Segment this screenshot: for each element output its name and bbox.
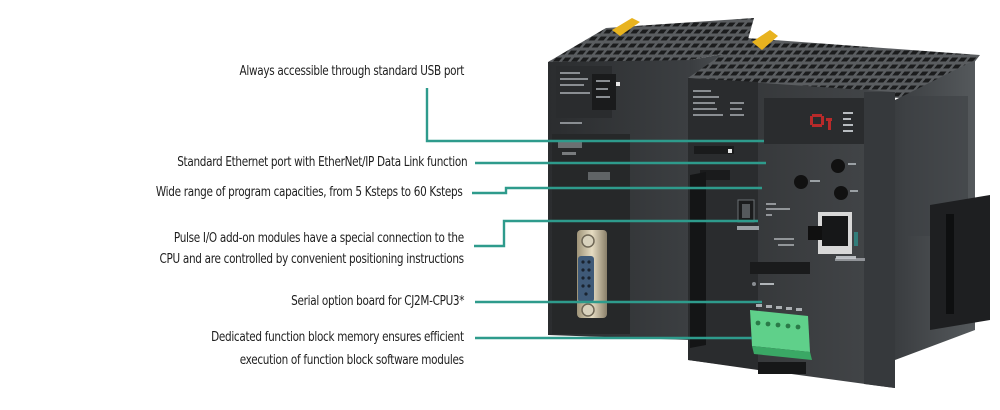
callout-pulse-io: Pulse I/O add-on modules have a special … [159,230,465,268]
cpu-module [688,30,990,388]
callout-serial: Serial option board for CJ2M-CPU3* [291,293,464,310]
rotary-switches [794,159,858,200]
callout-ethernet-text: Standard Ethernet port with EtherNet/IP … [176,154,467,170]
callout-usb: Always accessible through standard USB p… [239,63,464,80]
serial-dsub-connector [577,230,607,318]
callout-function-block-line2: execution of function block software mod… [239,352,464,368]
ethernet-port [808,212,858,259]
callout-usb-text: Always accessible through standard USB p… [239,63,464,79]
terminal-block [750,304,812,360]
callout-ethernet: Standard Ethernet port with EtherNet/IP … [177,154,467,171]
callout-function-block: Dedicated function block memory ensures … [211,329,464,369]
callout-capacities: Wide range of program capacities, from 5… [156,184,463,201]
callout-function-block-line1: Dedicated function block memory ensures … [211,329,464,345]
callout-capacities-text: Wide range of program capacities, from 5… [156,184,463,200]
callout-serial-text: Serial option board for CJ2M-CPU3* [290,293,464,309]
callout-pulse-io-line2: CPU and are controlled by convenient pos… [159,251,465,267]
callout-pulse-io-line1: Pulse I/O add-on modules have a special … [174,230,464,246]
seven-segment-display [810,114,832,130]
